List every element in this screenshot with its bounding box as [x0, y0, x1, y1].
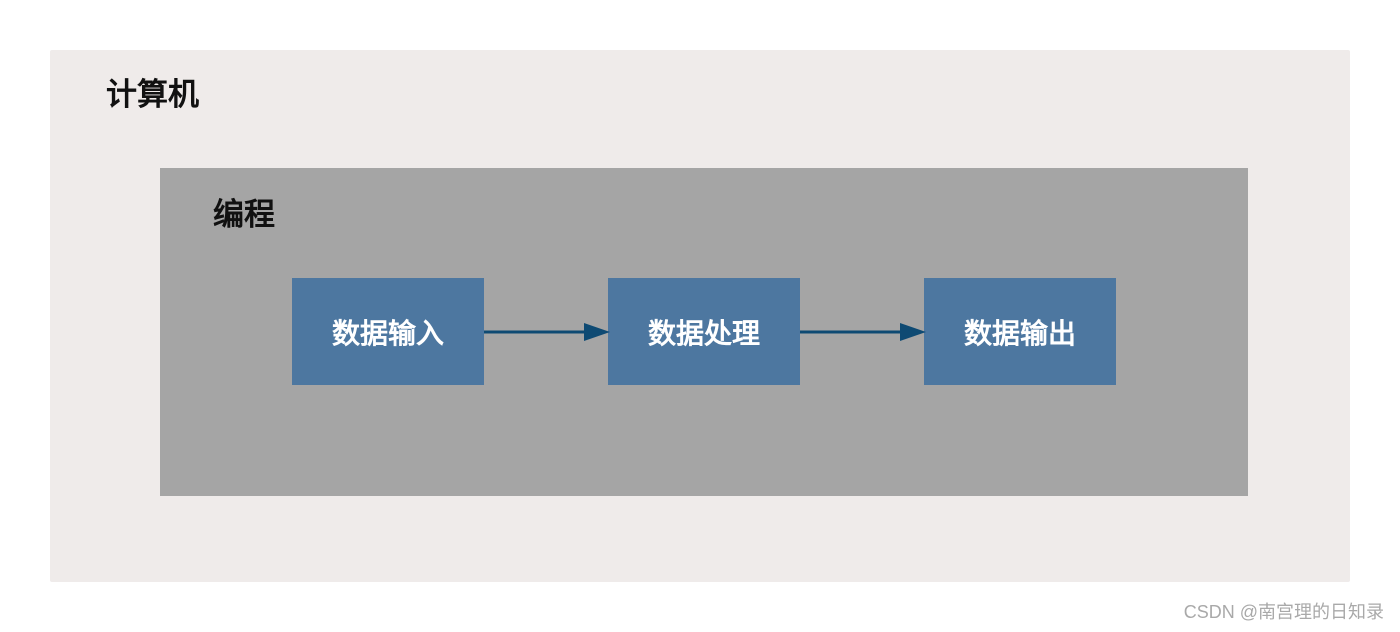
step-data-output-label: 数据输出: [963, 316, 1076, 350]
programming-container: 编程 数据输入 数据处理 数据输出: [160, 168, 1248, 496]
arrow-processing-to-output: [800, 323, 926, 341]
step-data-input-label: 数据输入: [331, 316, 444, 350]
programming-title: 编程: [213, 197, 275, 233]
step-data-processing: 数据处理: [608, 278, 800, 385]
step-data-processing-label: 数据处理: [647, 316, 760, 350]
flow-arrows: [484, 323, 926, 341]
step-data-input: 数据输入: [292, 278, 484, 385]
step-data-output: 数据输出: [924, 278, 1116, 385]
computer-title: 计算机: [106, 77, 199, 113]
watermark-text: CSDN @南宫理的日知录: [1183, 602, 1384, 622]
computer-container: 计算机 编程 数据输入 数据处理 数据输出: [50, 50, 1350, 582]
arrow-input-to-processing: [484, 323, 610, 341]
